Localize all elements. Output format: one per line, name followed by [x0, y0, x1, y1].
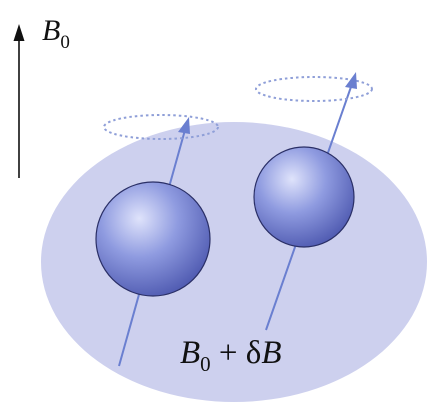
- spin-left: [95, 114, 219, 367]
- precession-ring-left: [103, 114, 219, 140]
- spin-sphere-left: [95, 181, 211, 297]
- spin-arrowhead-left: [178, 117, 190, 134]
- spin-arrowhead-right: [345, 72, 357, 89]
- local-field-label: B0 + δB: [180, 335, 282, 376]
- spin-right: [253, 72, 373, 331]
- field-arrow: [13, 24, 25, 178]
- field-label: B0: [42, 14, 70, 53]
- spin-sphere-right: [253, 146, 355, 248]
- precession-ring-right: [255, 76, 373, 102]
